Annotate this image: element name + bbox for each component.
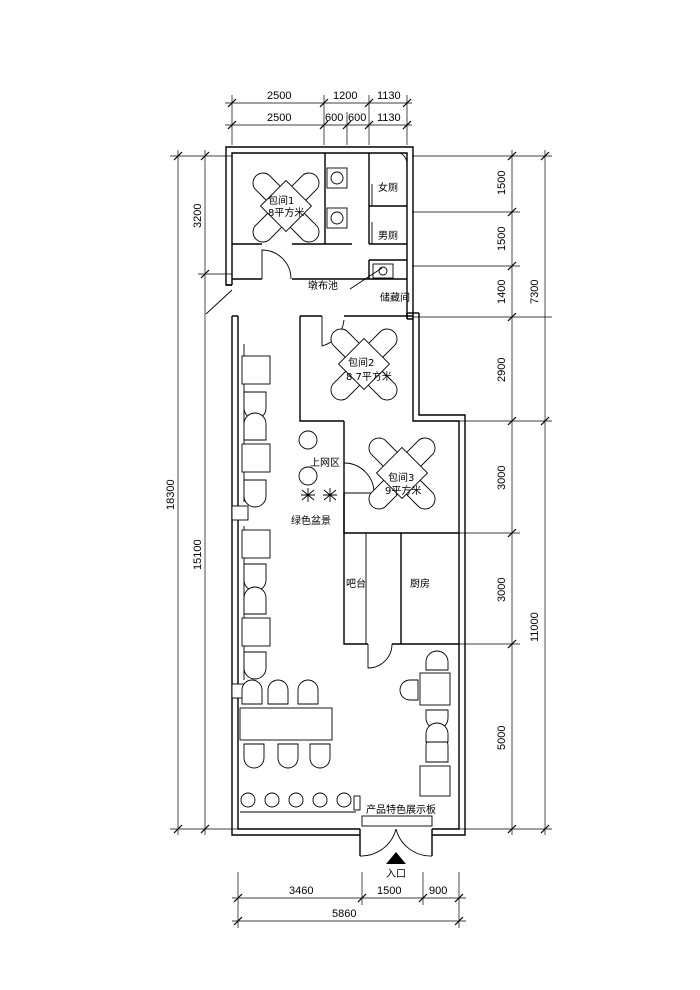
entrance-arrow-icon <box>386 852 406 864</box>
right-dining-seats <box>361 650 451 827</box>
bottom-dimensions: 3460 1500 900 5860 <box>232 872 466 928</box>
room2-table-set <box>330 328 398 401</box>
label-women-toilet: 女厕 <box>378 181 398 194</box>
dim-right-3000a: 3000 <box>496 466 508 490</box>
dim-left-3200: 3200 <box>192 204 204 228</box>
plant-icon <box>301 488 337 502</box>
dim-bottom-1500: 1500 <box>377 885 401 897</box>
label-private-room-3: 包间3 <box>388 471 414 484</box>
right-dimensions: 1500 1500 1400 2900 3000 3000 5000 7300 … <box>412 150 552 835</box>
room3-table-set <box>368 437 436 510</box>
left-booths <box>241 344 271 680</box>
dim-top2-600b: 600 <box>348 112 366 124</box>
dim-bottom-5860: 5860 <box>332 908 356 920</box>
internet-area-furniture <box>298 430 337 502</box>
dim-right-3000b: 3000 <box>496 578 508 602</box>
dim-left-15100: 15100 <box>192 539 204 570</box>
label-bar-counter: 吧台 <box>346 577 366 590</box>
dim-right-2900: 2900 <box>496 358 508 382</box>
dim-top-1130: 1130 <box>377 90 401 102</box>
dim-top2-1130: 1130 <box>377 112 401 124</box>
dim-right-11000: 11000 <box>529 612 541 642</box>
dim-top-2500: 2500 <box>267 90 291 102</box>
top-dimensions: 2500 1200 1130 2500 600 600 1130 <box>225 90 412 145</box>
dim-top2-2500: 2500 <box>267 112 291 124</box>
dim-right-1400: 1400 <box>496 280 508 304</box>
label-private-room-2-area: 8.7平方米 <box>346 370 392 383</box>
label-internet-area: 上网区 <box>310 457 340 469</box>
bar-stools <box>240 792 361 813</box>
dim-bottom-900: 900 <box>429 885 447 897</box>
room1-table-set <box>252 172 320 243</box>
label-private-room-1-area: 8平方米 <box>268 206 304 219</box>
room-labels: 包间1 8平方米 女厕 男厕 墩布池 储藏间 包间2 8.7平方米 上网区 绿色… <box>268 181 436 880</box>
dim-top2-600a: 600 <box>325 112 343 124</box>
label-private-room-1: 包间1 <box>268 194 294 207</box>
label-private-room-2: 包间2 <box>348 356 374 369</box>
label-kitchen: 厨房 <box>410 577 430 590</box>
walls <box>225 146 466 856</box>
dim-bottom-3460: 3460 <box>289 885 313 897</box>
long-table-set <box>239 679 333 769</box>
dim-left-18300: 18300 <box>165 479 177 510</box>
left-dimensions: 18300 3200 15100 <box>165 150 240 835</box>
label-private-room-3-area: 9平方米 <box>385 484 421 497</box>
label-display-board: 产品特色展示板 <box>366 803 436 816</box>
dim-right-1500b: 1500 <box>496 227 508 251</box>
label-men-toilet: 男厕 <box>378 230 398 242</box>
label-green-plants: 绿色盆景 <box>291 514 331 527</box>
dim-right-5000: 5000 <box>496 726 508 750</box>
dim-top-1200: 1200 <box>333 90 357 102</box>
dim-right-7300: 7300 <box>529 280 541 304</box>
dim-right-1500a: 1500 <box>496 171 508 195</box>
label-mop-sink: 墩布池 <box>308 279 338 292</box>
label-entrance: 入口 <box>386 869 406 880</box>
label-storage: 储藏间 <box>380 291 410 304</box>
sink-fixtures <box>326 167 394 290</box>
